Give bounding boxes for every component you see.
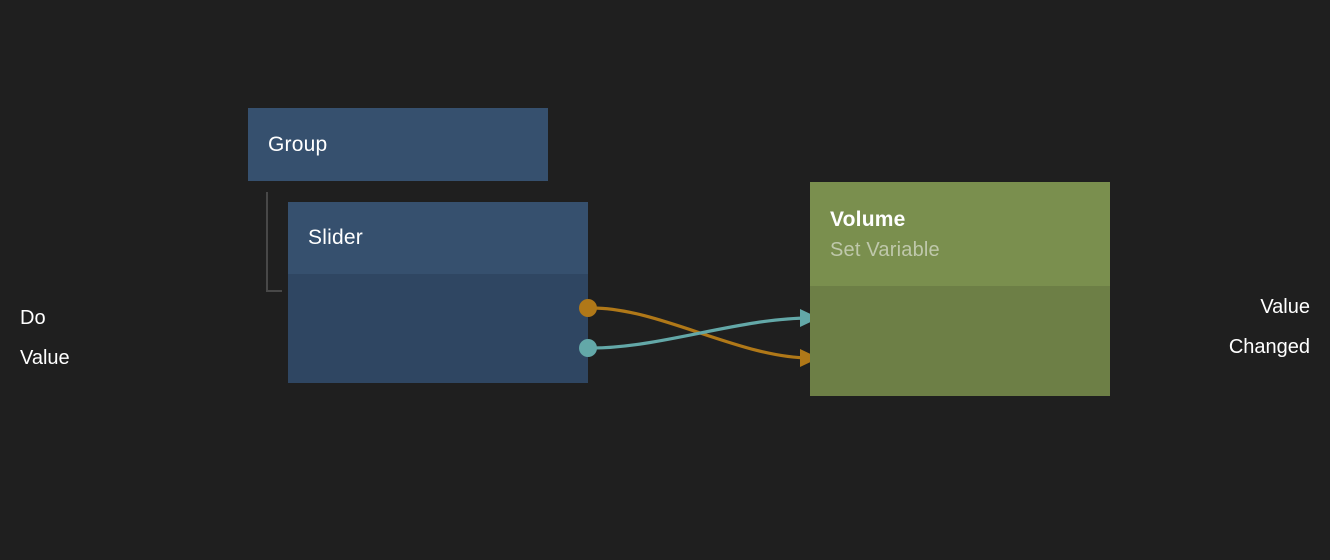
node-volume-body [810, 286, 1110, 396]
node-volume-header: Volume Set Variable [810, 182, 1110, 286]
wire-changed-to-do [590, 316, 812, 350]
port-label-volume-do[interactable]: Do [20, 307, 46, 329]
wire-value-to-value [590, 306, 812, 360]
node-group[interactable]: Group [248, 108, 548, 181]
node-volume-title: Volume [830, 208, 906, 231]
group-child-bracket [266, 192, 282, 292]
node-volume-subtitle: Set Variable [830, 239, 940, 261]
node-group-title: Group [268, 132, 328, 156]
node-slider-title: Slider [308, 226, 363, 249]
port-label-slider-value[interactable]: Value [1260, 296, 1310, 318]
port-label-slider-changed[interactable]: Changed [1228, 336, 1310, 358]
node-slider-header: Slider [288, 202, 588, 274]
port-dot-slider-changed[interactable] [579, 339, 597, 357]
port-label-volume-value[interactable]: Value [20, 347, 70, 369]
port-dot-slider-value[interactable] [579, 299, 597, 317]
node-slider-body [288, 274, 588, 383]
node-slider[interactable]: Slider [288, 202, 588, 383]
node-volume[interactable]: Volume Set Variable [810, 182, 1110, 396]
